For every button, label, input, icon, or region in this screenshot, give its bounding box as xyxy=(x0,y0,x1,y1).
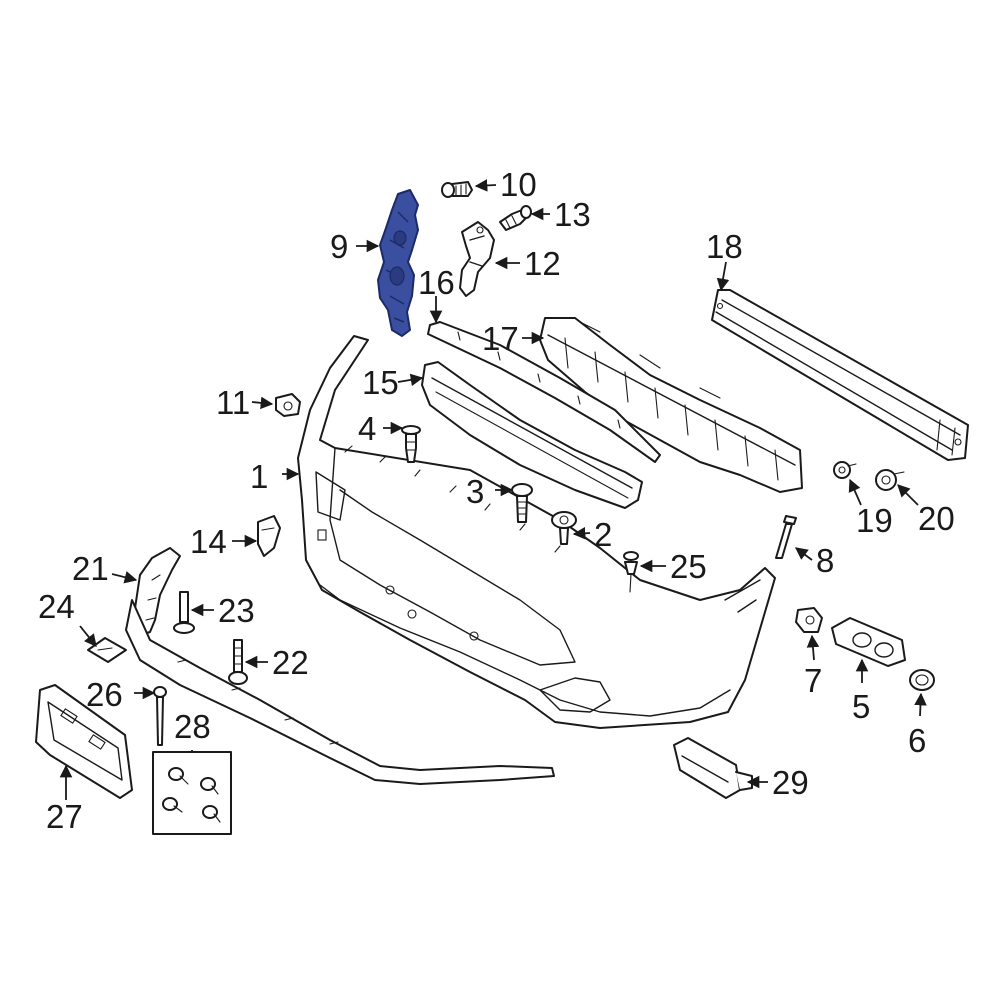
callout-21: 21 xyxy=(72,550,109,587)
part-27-plate-bracket[interactable] xyxy=(35,684,133,799)
callout-3: 3 xyxy=(466,473,484,510)
callout-1: 1 xyxy=(250,458,268,495)
part-12-bracket[interactable] xyxy=(459,221,495,297)
part-28-hardware-kit[interactable] xyxy=(152,751,232,835)
callout-16: 16 xyxy=(418,264,455,301)
kit-bolt-2 xyxy=(200,777,219,795)
callout-15: 15 xyxy=(362,364,399,401)
callout-27: 27 xyxy=(46,798,83,835)
callout-12: 12 xyxy=(524,245,561,282)
callout-7: 7 xyxy=(804,662,822,699)
callout-8: 8 xyxy=(816,542,834,579)
part-18-reinforcement[interactable] xyxy=(711,289,969,461)
leader-lines xyxy=(59,179,927,800)
part-8-bolt[interactable] xyxy=(775,515,797,559)
part-29-module[interactable] xyxy=(673,737,753,799)
callout-26: 26 xyxy=(86,676,123,713)
callout-14: 14 xyxy=(190,523,227,560)
callout-9: 9 xyxy=(330,228,348,265)
callout-29: 29 xyxy=(772,764,809,801)
callout-2: 2 xyxy=(594,516,612,553)
callout-10: 10 xyxy=(500,166,537,203)
kit-bolt-3 xyxy=(162,797,183,813)
callout-22: 22 xyxy=(272,644,309,681)
bracket-body xyxy=(377,189,419,337)
callout-24: 24 xyxy=(38,588,75,625)
callout-20: 20 xyxy=(918,500,955,537)
callout-25: 25 xyxy=(670,548,707,585)
part-15-grille[interactable] xyxy=(421,361,643,509)
part-6-sensor[interactable] xyxy=(909,669,935,691)
callout-19: 19 xyxy=(856,502,893,539)
callout-5: 5 xyxy=(852,688,870,725)
kit-bolt-4 xyxy=(202,805,221,823)
part-17-absorber[interactable] xyxy=(539,317,803,493)
part-20-nut[interactable] xyxy=(875,469,905,491)
part-11-clip[interactable] xyxy=(275,393,301,417)
callout-13: 13 xyxy=(554,196,591,233)
part-26-bolt[interactable] xyxy=(153,686,167,746)
callout-4: 4 xyxy=(358,410,376,447)
part-16-seal[interactable] xyxy=(427,321,661,463)
part-22-bolt[interactable] xyxy=(228,639,248,685)
part-9-bracket[interactable] xyxy=(377,189,419,337)
part-19-nut[interactable] xyxy=(833,461,857,479)
part-23-bolt[interactable] xyxy=(173,591,195,634)
part-7-clip[interactable] xyxy=(795,607,823,633)
callout-18: 18 xyxy=(706,228,743,265)
part-1-bumper-cover[interactable] xyxy=(297,335,776,729)
kit-bolt-1 xyxy=(168,767,189,785)
part-25-pin[interactable] xyxy=(623,551,639,593)
part-10-bolt[interactable] xyxy=(441,181,473,198)
part-2-rivet[interactable] xyxy=(551,511,577,545)
part-5-sensor-bracket[interactable] xyxy=(831,617,906,667)
part-13-screw[interactable] xyxy=(499,205,532,231)
callout-17: 17 xyxy=(482,320,519,357)
part-24-clip[interactable] xyxy=(87,637,127,663)
callout-11: 11 xyxy=(216,384,250,421)
part-4-pin[interactable] xyxy=(401,425,421,463)
callout-6: 6 xyxy=(908,722,926,759)
part-14-cap[interactable] xyxy=(257,515,281,557)
callout-28: 28 xyxy=(174,708,211,745)
callout-labels: 1 2 3 4 5 6 7 8 9 10 11 12 13 14 15 16 1… xyxy=(38,166,955,835)
lower-valance[interactable] xyxy=(125,599,555,785)
callout-23: 23 xyxy=(218,592,255,629)
